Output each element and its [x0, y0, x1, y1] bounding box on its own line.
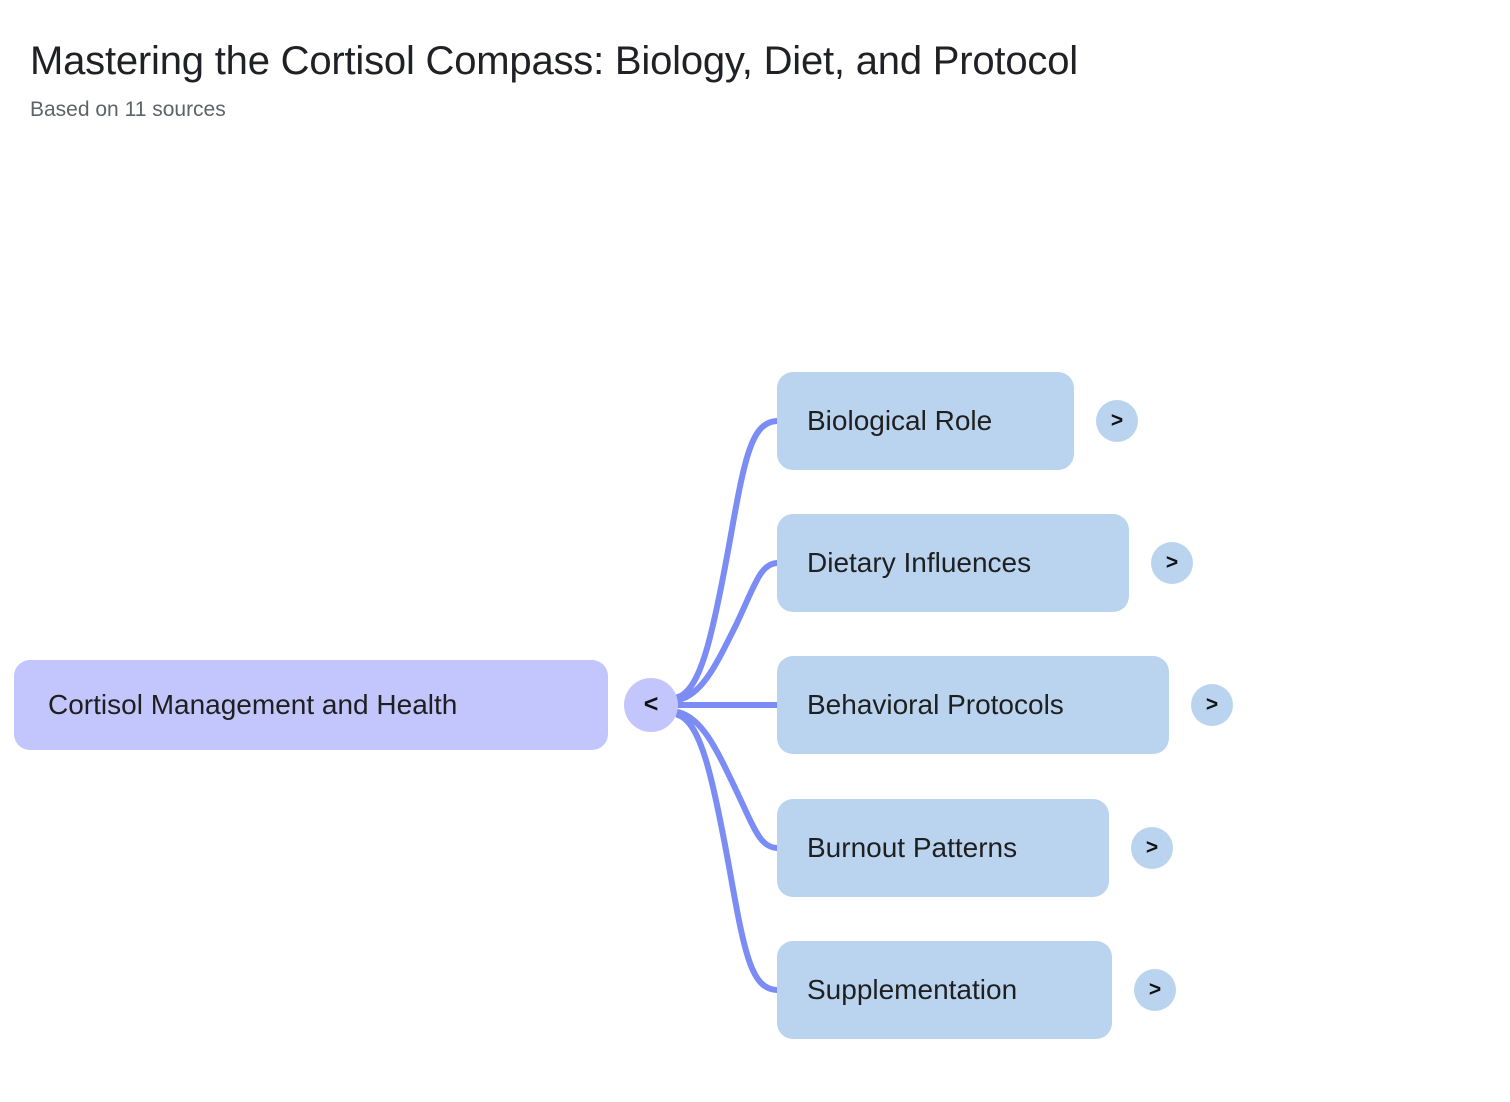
- chevron-right-icon: >: [1165, 550, 1179, 574]
- chevron-right-icon: >: [1205, 692, 1219, 716]
- edge-to-dietary-influences: [675, 560, 780, 703]
- mindmap-child-node[interactable]: Dietary Influences: [777, 514, 1129, 612]
- child-expand-toggle[interactable]: >: [1096, 400, 1138, 442]
- mindmap-child-label: Burnout Patterns: [807, 832, 1018, 863]
- root-collapse-toggle[interactable]: <: [624, 678, 678, 732]
- chevron-left-icon: <: [643, 689, 659, 718]
- child-expand-toggle[interactable]: >: [1131, 827, 1173, 869]
- mindmap-child-node[interactable]: Supplementation: [777, 941, 1112, 1039]
- mindmap-child-node[interactable]: Burnout Patterns: [777, 799, 1109, 897]
- edge-to-biological-role: [675, 418, 780, 700]
- source-count-subtitle: Based on 11 sources: [30, 98, 226, 122]
- page-title: Mastering the Cortisol Compass: Biology,…: [30, 39, 1078, 83]
- child-expand-toggle[interactable]: >: [1191, 684, 1233, 726]
- mindmap-child-node[interactable]: Biological Role: [777, 372, 1074, 470]
- child-expand-toggle[interactable]: >: [1151, 542, 1193, 584]
- mindmap-child-label: Dietary Influences: [807, 547, 1032, 578]
- child-expand-toggle[interactable]: >: [1134, 969, 1176, 1011]
- page-header: Mastering the Cortisol Compass: Biology,…: [30, 38, 1430, 122]
- mindmap-child-label: Biological Role: [807, 405, 993, 436]
- mindmap-child-label: Supplementation: [807, 974, 1018, 1005]
- edge-to-burnout-patterns: [675, 709, 780, 851]
- chevron-right-icon: >: [1110, 408, 1124, 432]
- chevron-right-icon: >: [1145, 835, 1159, 859]
- mindmap-root-label: Cortisol Management and Health: [48, 689, 458, 720]
- chevron-right-icon: >: [1148, 977, 1162, 1001]
- mindmap-child-label: Behavioral Protocols: [807, 689, 1064, 720]
- edge-to-supplementation: [675, 712, 780, 993]
- mindmap-root-node[interactable]: Cortisol Management and Health: [14, 660, 608, 750]
- mindmap-child-node[interactable]: Behavioral Protocols: [777, 656, 1169, 754]
